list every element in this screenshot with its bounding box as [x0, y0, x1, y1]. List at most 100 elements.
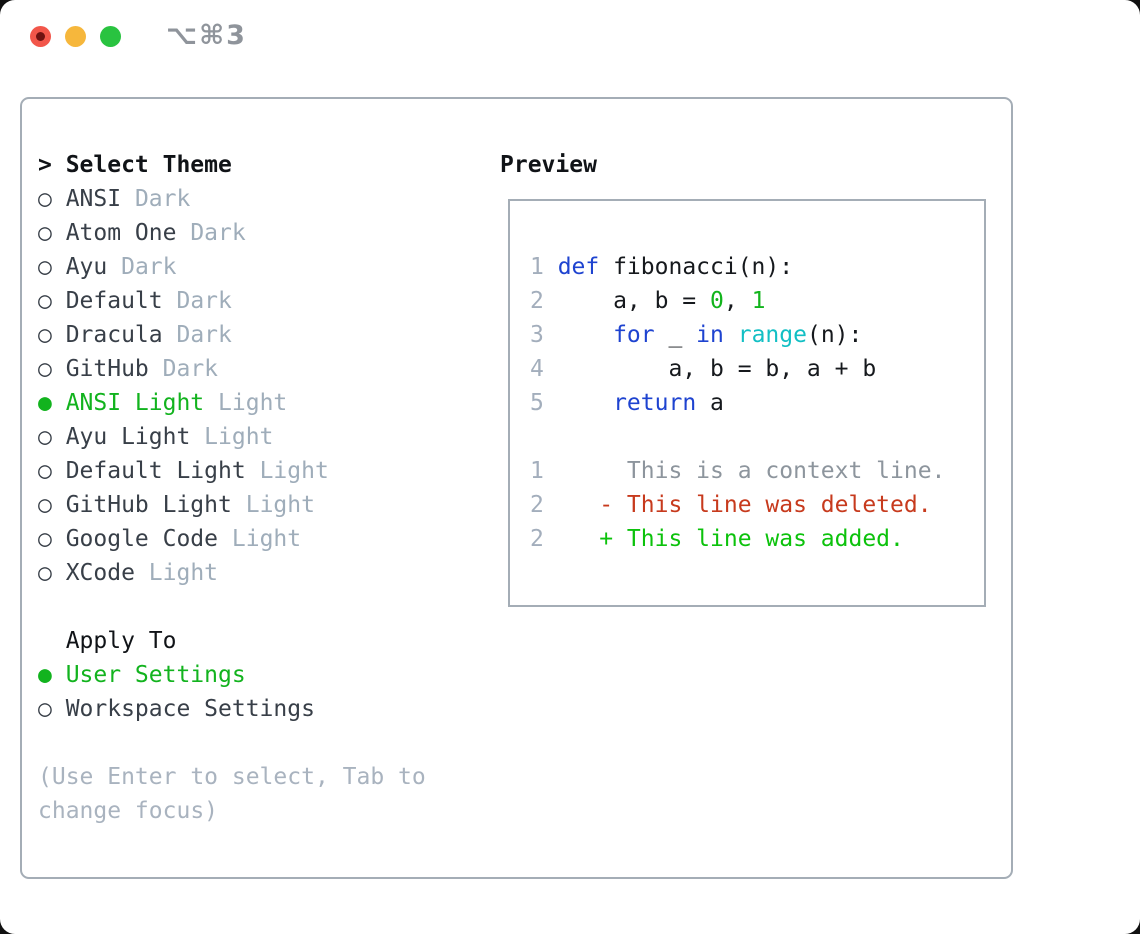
theme-variant-tag: Light [259, 458, 329, 484]
theme-variant-tag: Light [218, 390, 288, 416]
code-token-kw: def [557, 254, 600, 280]
code-token-plain: fibonacci(n): [599, 254, 794, 280]
theme-option[interactable]: ○GitHub Dark [38, 352, 426, 386]
theme-option[interactable]: ○XCode Light [38, 556, 426, 590]
radio-icon: ○ [38, 322, 52, 348]
theme-variant-tag: Dark [190, 220, 246, 246]
theme-option-label: ANSI [65, 186, 122, 212]
radio-icon: ○ [38, 356, 52, 382]
code-token-num: 1 [751, 288, 766, 314]
spacer [38, 590, 426, 624]
select-theme-title: Select Theme [65, 152, 232, 178]
preview-line [530, 420, 945, 454]
theme-option-label: Atom One [65, 220, 177, 246]
close-dot-icon [36, 32, 45, 41]
theme-option[interactable]: ● ANSI Light Light [38, 386, 426, 420]
theme-option[interactable]: ○ Default Dark [38, 284, 426, 318]
theme-variant-tag: Dark [176, 322, 232, 348]
preview-line: 2 a, b = 0, 1 [530, 284, 945, 318]
theme-option-label: GitHub Light [65, 492, 232, 518]
theme-option-label: ANSI Light [65, 390, 205, 416]
code-token-kw: for [613, 322, 655, 348]
indent [38, 624, 66, 658]
theme-variant-tag: Dark [134, 186, 191, 212]
preview-line: 5 return a [530, 386, 945, 420]
code-token-fn: range [737, 322, 807, 348]
radio-icon: ○ [38, 186, 52, 212]
hint-text: change focus) [38, 798, 219, 824]
line-number: 2 [530, 288, 544, 314]
line-number: 1 [530, 254, 544, 280]
theme-option-label: Default [65, 288, 163, 314]
preview-line: 2 + This line was added. [530, 522, 945, 556]
theme-option[interactable]: ○ Atom One Dark [38, 216, 426, 250]
theme-option[interactable]: ○ Dracula Dark [38, 318, 426, 352]
preview-line: 2 - This line was deleted. [530, 488, 945, 522]
theme-option-label: Default Light [65, 458, 246, 484]
code-token-plain [724, 322, 738, 348]
theme-option-label: GitHub [65, 356, 149, 382]
preview-line: 1 This is a context line. [530, 454, 945, 488]
theme-option[interactable]: ○ ANSI Dark [38, 182, 426, 216]
prompt-icon: > [38, 152, 52, 178]
radio-icon: ○ [38, 458, 52, 484]
apply-to-option-label: Workspace Settings [65, 696, 315, 722]
theme-list: >Select Theme○ANSI Dark○Atom One Dark○Ay… [38, 148, 426, 828]
code-token-del: - This line was deleted. [599, 492, 932, 518]
code-token-plain [558, 492, 600, 518]
hint-text: (Use Enter to select, Tab to [38, 764, 426, 790]
code-token-kw: in [696, 322, 724, 348]
theme-option[interactable]: ○Ayu Dark [38, 250, 426, 284]
theme-option-label: Ayu Light [65, 424, 191, 450]
close-button[interactable] [30, 26, 51, 47]
theme-option-label: Ayu [65, 254, 108, 280]
window-title: ⌥⌘3 [166, 20, 247, 51]
code-token-plain: a, b = b, a + b [557, 356, 877, 382]
spacer [38, 726, 426, 760]
code-token-ctx: This is a context line. [557, 458, 946, 484]
theme-variant-tag: Dark [121, 254, 177, 280]
code-token-plain: _ [654, 322, 697, 348]
radio-selected-icon: ● [38, 390, 52, 416]
radio-icon: ○ [38, 696, 52, 722]
minimize-button[interactable] [65, 26, 86, 47]
code-token-plain [558, 322, 613, 348]
code-token-kw: return [613, 390, 697, 416]
line-number: 5 [530, 390, 544, 416]
code-token-plain [558, 526, 600, 552]
theme-option[interactable]: ○ GitHub Light Light [38, 488, 426, 522]
theme-option-label: XCode [65, 560, 135, 586]
preview-line: 1 def fibonacci(n): [530, 250, 945, 284]
zoom-button[interactable] [100, 26, 121, 47]
code-token-plain: (n): [806, 322, 863, 348]
theme-variant-tag: Light [245, 492, 315, 518]
select-theme-header: > Select Theme [38, 148, 426, 182]
preview-line: 4 a, b = b, a + b [530, 352, 945, 386]
radio-icon: ○ [38, 492, 52, 518]
line-number: 2 [530, 526, 544, 552]
radio-icon: ○ [38, 526, 52, 552]
theme-option[interactable]: ○Google Code Light [38, 522, 426, 556]
line-number: 4 [530, 356, 544, 382]
theme-variant-tag: Dark [176, 288, 232, 314]
code-token-plain: a, b = [557, 288, 711, 314]
radio-icon: ○ [38, 288, 52, 314]
code-token-plain: a [696, 390, 724, 416]
preview-heading: Preview [500, 152, 597, 178]
radio-selected-icon: ● [38, 662, 52, 688]
theme-option-label: Google Code [65, 526, 219, 552]
theme-option[interactable]: ○ Default Light Light [38, 454, 426, 488]
apply-to-option-label: User Settings [65, 662, 246, 688]
preview-line: 3 for _ in range(n): [530, 318, 945, 352]
radio-icon: ○ [38, 220, 52, 246]
apply-to-option[interactable]: ○ Workspace Settings [38, 692, 426, 726]
theme-option-label: Dracula [65, 322, 163, 348]
code-token-num: 0 [710, 288, 724, 314]
code-token-plain [558, 390, 613, 416]
radio-icon: ○ [38, 560, 52, 586]
apply-to-option[interactable]: ● User Settings [38, 658, 426, 692]
theme-option[interactable]: ○Ayu Light Light [38, 420, 426, 454]
radio-icon: ○ [38, 424, 52, 450]
